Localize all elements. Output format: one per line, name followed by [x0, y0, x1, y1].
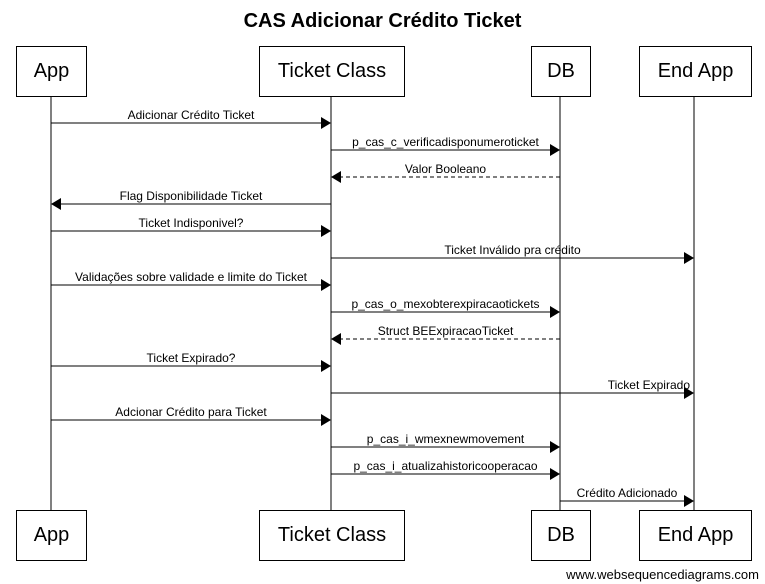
- message-label: Ticket Indisponivel?: [139, 216, 244, 230]
- participant-app-top: App: [16, 46, 87, 97]
- message-15: Crédito Adicionado: [560, 486, 694, 507]
- diagram-title: CAS Adicionar Crédito Ticket: [243, 10, 522, 32]
- message-label: Ticket Expirado?: [147, 351, 236, 365]
- message-3: Valor Booleano: [331, 162, 560, 183]
- arrowhead-icon: [331, 333, 341, 345]
- message-label: p_cas_i_wmexnewmovement: [367, 432, 525, 446]
- message-5: Ticket Indisponivel?: [51, 216, 331, 237]
- arrowhead-icon: [550, 306, 560, 318]
- message-8: p_cas_o_mexobterexpiracaotickets: [331, 297, 560, 318]
- arrowhead-icon: [321, 414, 331, 426]
- participant-end-app-top: End App: [639, 46, 752, 97]
- message-label: p_cas_c_verificadisponumeroticket: [352, 135, 539, 149]
- arrowhead-icon: [321, 117, 331, 129]
- message-label: Struct BEExpiracaoTicket: [378, 324, 514, 338]
- participant-db-top: DB: [531, 46, 591, 97]
- message-label: p_cas_o_mexobterexpiracaotickets: [351, 297, 539, 311]
- message-label: Ticket Expirado: [608, 378, 691, 392]
- message-10: Ticket Expirado?: [51, 351, 331, 372]
- watermark: www.websequencediagrams.com: [566, 567, 759, 582]
- message-label: Flag Disponibilidade Ticket: [120, 189, 263, 203]
- message-label: Crédito Adicionado: [577, 486, 678, 500]
- message-label: p_cas_i_atualizahistoricooperacao: [353, 459, 537, 473]
- message-label: Ticket Inválido pra crédito: [444, 243, 581, 257]
- message-label: Adcionar Crédito para Ticket: [115, 405, 267, 419]
- arrowhead-icon: [684, 387, 694, 399]
- arrowhead-icon: [550, 441, 560, 453]
- participant-end-app-bottom: End App: [639, 510, 752, 561]
- message-6: Ticket Inválido pra crédito: [331, 243, 694, 264]
- arrowhead-icon: [550, 144, 560, 156]
- message-14: p_cas_i_atualizahistoricooperacao: [331, 459, 560, 480]
- message-label: Adicionar Crédito Ticket: [128, 108, 255, 122]
- participant-ticket-class-top: Ticket Class: [259, 46, 405, 97]
- message-12: Adcionar Crédito para Ticket: [51, 405, 331, 426]
- arrowhead-icon: [331, 171, 341, 183]
- arrowhead-icon: [550, 468, 560, 480]
- arrowhead-icon: [684, 252, 694, 264]
- arrowhead-icon: [321, 225, 331, 237]
- message-7: Validações sobre validade e limite do Ti…: [51, 270, 331, 291]
- message-2: p_cas_c_verificadisponumeroticket: [331, 135, 560, 156]
- message-13: p_cas_i_wmexnewmovement: [331, 432, 560, 453]
- arrowhead-icon: [51, 198, 61, 210]
- participant-app-bottom: App: [16, 510, 87, 561]
- arrowhead-icon: [684, 495, 694, 507]
- message-label: Validações sobre validade e limite do Ti…: [75, 270, 308, 284]
- message-4: Flag Disponibilidade Ticket: [51, 189, 331, 210]
- arrowhead-icon: [321, 279, 331, 291]
- participant-ticket-class-bottom: Ticket Class: [259, 510, 405, 561]
- message-1: Adicionar Crédito Ticket: [51, 108, 331, 129]
- participant-db-bottom: DB: [531, 510, 591, 561]
- message-11: Ticket Expirado: [331, 378, 694, 399]
- arrowhead-icon: [321, 360, 331, 372]
- message-9: Struct BEExpiracaoTicket: [331, 324, 560, 345]
- message-label: Valor Booleano: [405, 162, 486, 176]
